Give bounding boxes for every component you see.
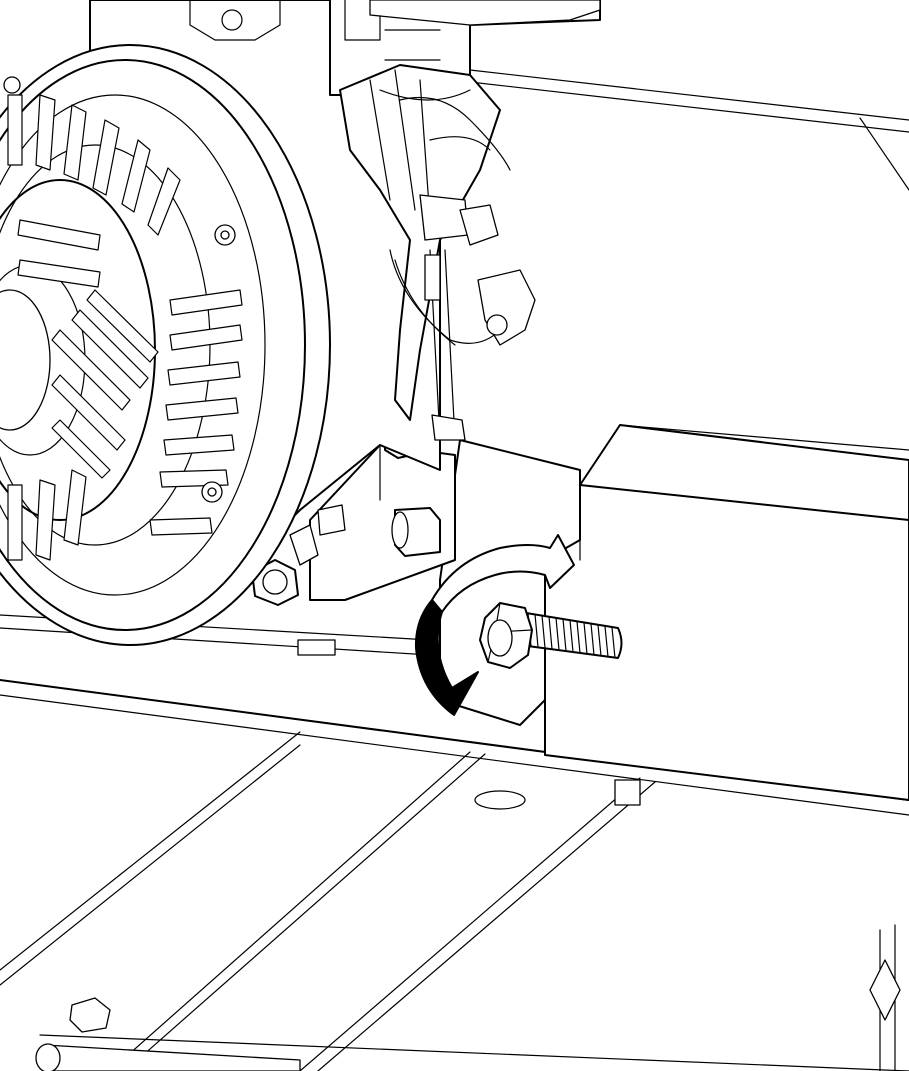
- mounting-box: [439, 424, 909, 801]
- thread-line: [576, 620, 581, 654]
- thread-line: [569, 619, 574, 653]
- thread-line: [597, 624, 602, 657]
- thread-line: [583, 621, 588, 655]
- thread-line: [604, 625, 609, 658]
- thread-line: [562, 618, 567, 652]
- clockwise-rotation-arrow-icon: [414, 534, 575, 716]
- thread-line: [590, 623, 595, 656]
- fan-cover: [0, 44, 331, 646]
- thread-line: [541, 614, 546, 649]
- wiring-harness: [339, 64, 536, 441]
- thread-line: [534, 613, 539, 648]
- thread-line: [555, 617, 560, 651]
- thread-line: [548, 615, 553, 650]
- threaded-stud: [479, 602, 623, 669]
- thread-line: [611, 626, 616, 659]
